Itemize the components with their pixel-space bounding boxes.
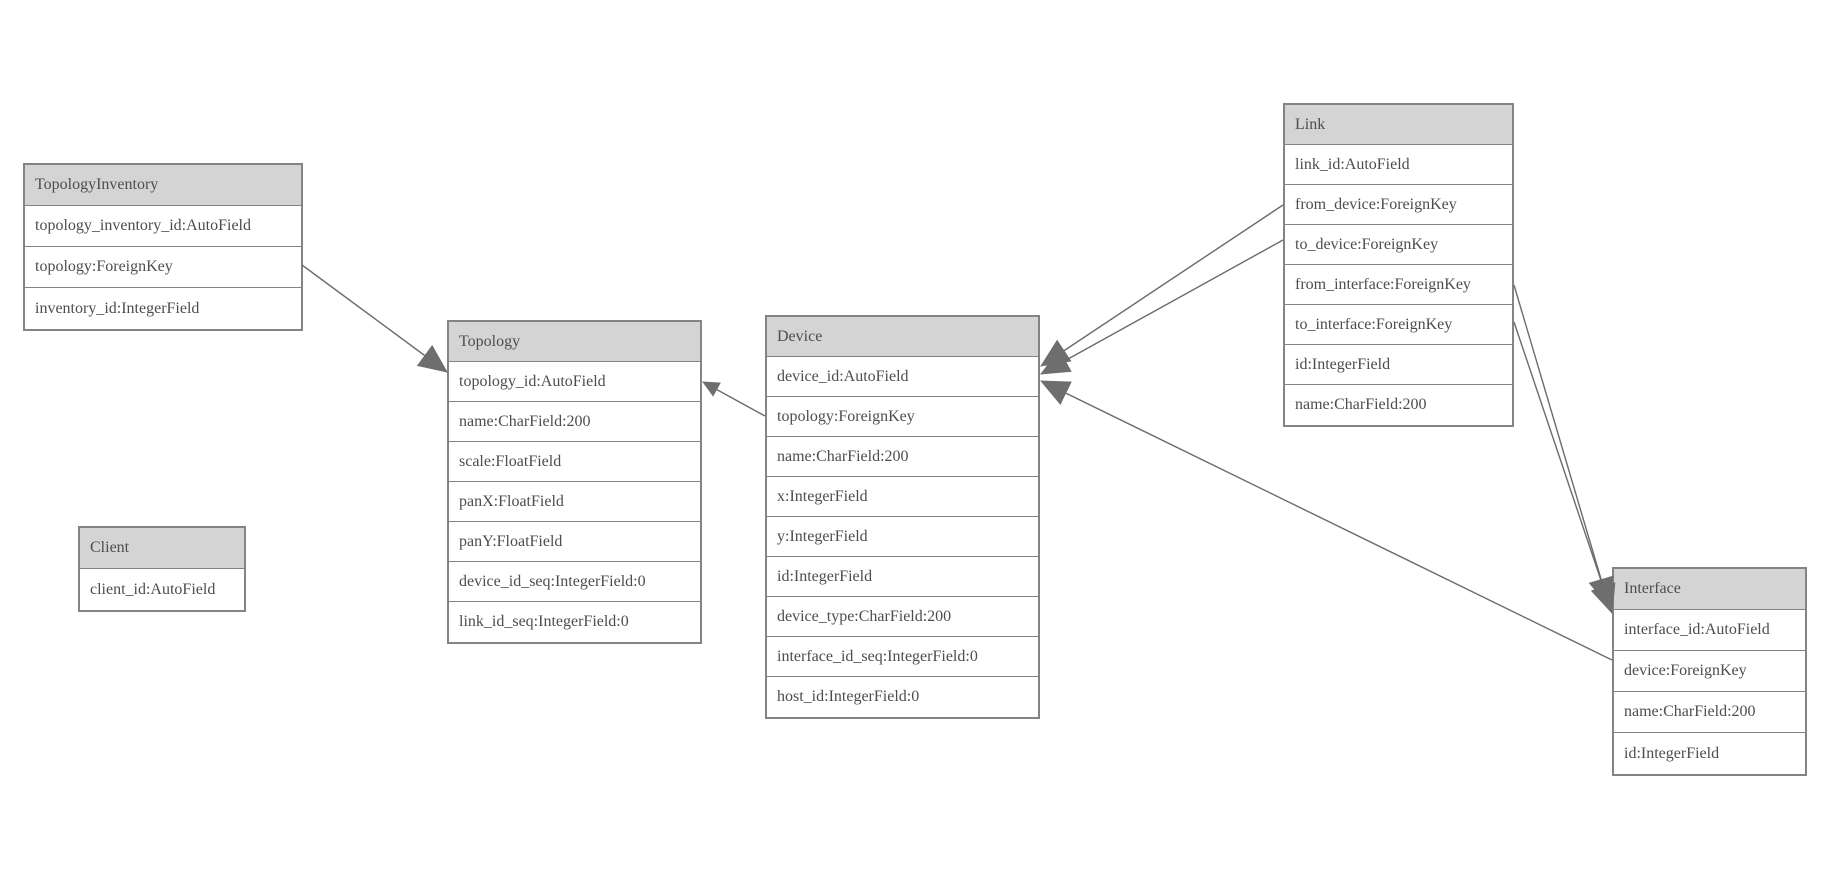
entity-field-row: name:CharField:200: [767, 437, 1038, 477]
entity-field-row: panX:FloatField: [449, 482, 700, 522]
entity-title: Client: [80, 528, 244, 569]
entity-field-row: panY:FloatField: [449, 522, 700, 562]
entity-field-row: id:IntegerField: [767, 557, 1038, 597]
entity-field-row: topology_id:AutoField: [449, 362, 700, 402]
entity-field-row: name:CharField:200: [1614, 692, 1805, 733]
entity-field-row: id:IntegerField: [1614, 733, 1805, 774]
relation-link-from_device: [1040, 204, 1284, 367]
entity-field-row: y:IntegerField: [767, 517, 1038, 557]
entity-field-row: interface_id:AutoField: [1614, 610, 1805, 651]
entity-field-row: topology_inventory_id:AutoField: [25, 206, 301, 247]
relation-topologyinventory-topology: [301, 264, 448, 373]
entity-title: TopologyInventory: [25, 165, 301, 206]
entity-field-row: scale:FloatField: [449, 442, 700, 482]
entity-field-row: interface_id_seq:IntegerField:0: [767, 637, 1038, 677]
entity-field-row: device_id_seq:IntegerField:0: [449, 562, 700, 602]
relation-link-to_device: [1040, 239, 1284, 375]
entity-field-row: device_id:AutoField: [767, 357, 1038, 397]
relation-link-from_interface: [1513, 284, 1614, 607]
entity-title: Device: [767, 317, 1038, 357]
entity-field-row: id:IntegerField: [1285, 345, 1512, 385]
entity-title: Link: [1285, 105, 1512, 145]
entity-field-row: topology:ForeignKey: [25, 247, 301, 288]
entity-field-row: name:CharField:200: [1285, 385, 1512, 425]
entity-field-row: from_interface:ForeignKey: [1285, 265, 1512, 305]
entity-field-row: client_id:AutoField: [80, 569, 244, 610]
entity-field-row: x:IntegerField: [767, 477, 1038, 517]
entity-title: Interface: [1614, 569, 1805, 610]
entity-field-row: device_type:CharField:200: [767, 597, 1038, 637]
relation-device-topology: [702, 381, 766, 417]
entity-field-row: topology:ForeignKey: [767, 397, 1038, 437]
entity-field-row: link_id_seq:IntegerField:0: [449, 602, 700, 642]
entity-field-row: host_id:IntegerField:0: [767, 677, 1038, 717]
entity-field-row: from_device:ForeignKey: [1285, 185, 1512, 225]
entity-field-row: to_device:ForeignKey: [1285, 225, 1512, 265]
entity-field-row: to_interface:ForeignKey: [1285, 305, 1512, 345]
entity-field-row: name:CharField:200: [449, 402, 700, 442]
entity-field-row: link_id:AutoField: [1285, 145, 1512, 185]
relation-link-to_interface: [1513, 321, 1616, 614]
entity-title: Topology: [449, 322, 700, 362]
entity-field-row: device:ForeignKey: [1614, 651, 1805, 692]
entity-field-row: inventory_id:IntegerField: [25, 288, 301, 329]
